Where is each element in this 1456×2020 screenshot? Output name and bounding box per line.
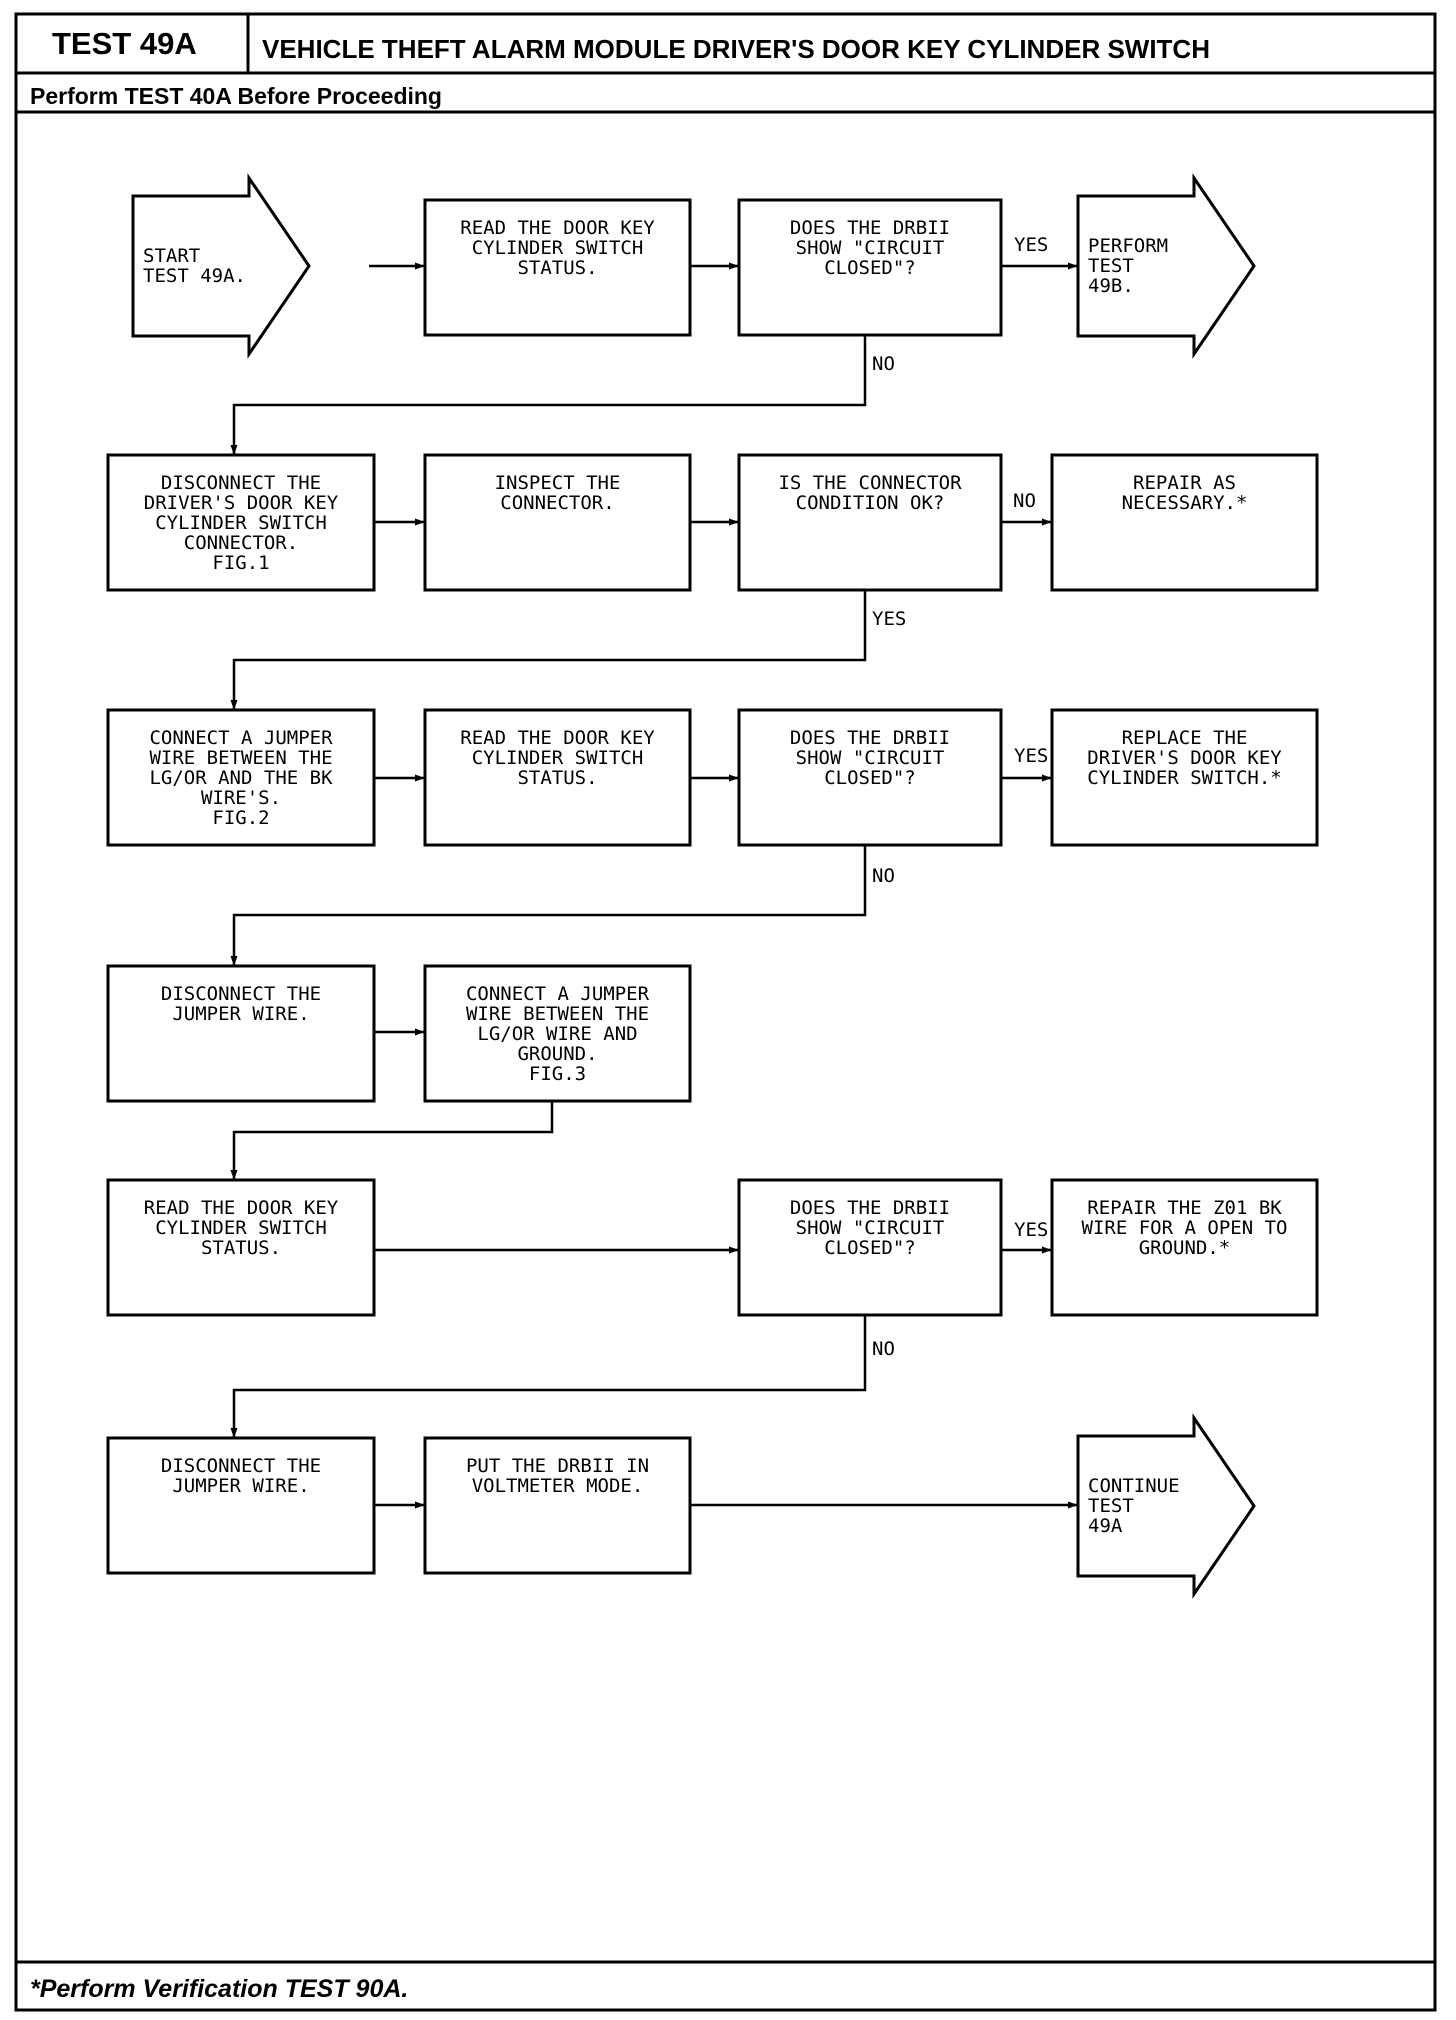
node-text-n14: CONNECT A JUMPER WIRE BETWEEN THE LG/OR … <box>465 983 650 1085</box>
node-text-n15: READ THE DOOR KEY CYLINDER SWITCH STATUS… <box>143 1197 339 1259</box>
node-text-n12: REPLACE THE DRIVER'S DOOR KEY CYLINDER S… <box>1087 727 1282 789</box>
process-box-n19 <box>423 1436 692 1575</box>
test-number: TEST 49A <box>52 26 197 61</box>
node-text-n11: DOES THE DRBII SHOW "CIRCUIT CLOSED"? <box>789 727 951 789</box>
process-box-n16 <box>737 1178 1003 1317</box>
process-box-n7 <box>737 453 1003 592</box>
node-text-n3: DOES THE DRBII SHOW "CIRCUIT CLOSED"? <box>789 217 951 279</box>
node-text-n2: READ THE DOOR KEY CYLINDER SWITCH STATUS… <box>460 217 655 279</box>
node-text-n19: PUT THE DRBII IN VOLTMETER MODE. <box>465 1455 650 1497</box>
node-text-n18: DISCONNECT THE JUMPER WIRE. <box>160 1455 322 1497</box>
node-text-n13: DISCONNECT THE JUMPER WIRE. <box>160 983 322 1025</box>
connector-n7-n9 <box>230 590 867 710</box>
node-text-n20: CONTINUE TEST 49A <box>1088 1475 1180 1537</box>
page-border <box>14 12 1437 2012</box>
process-box-n5 <box>106 453 376 592</box>
node-text-n8: REPAIR AS NECESSARY.* <box>1121 472 1248 514</box>
process-box-n9 <box>106 708 376 847</box>
process-box-n12 <box>1050 708 1319 847</box>
connector-label-n16-n17: YES <box>1014 1219 1048 1241</box>
process-box-n2 <box>423 198 692 337</box>
connector-label-n3-n4: YES <box>1014 234 1048 256</box>
node-text-n17: REPAIR THE Z01 BK WIRE FOR A OPEN TO GRO… <box>1081 1197 1288 1259</box>
process-box-n6 <box>423 453 692 592</box>
process-box-n11 <box>737 708 1003 847</box>
process-box-n3 <box>737 198 1003 337</box>
connector-n11-n13 <box>230 845 867 966</box>
connector-label-n11-n13: NO <box>872 865 895 887</box>
process-box-n8 <box>1050 453 1319 592</box>
connector-label-n3-n5: NO <box>872 353 895 375</box>
node-text-n1: START TEST 49A. <box>143 245 246 287</box>
connector-n14-n15 <box>230 1101 554 1180</box>
connector-n16-n18 <box>230 1315 867 1438</box>
prerequisite-note: Perform TEST 40A Before Proceeding <box>30 83 442 109</box>
connector-label-n16-n18: NO <box>872 1338 895 1360</box>
connector-label-n11-n12: YES <box>1014 745 1048 767</box>
process-box-n14 <box>423 964 692 1103</box>
node-text-n5: DISCONNECT THE DRIVER'S DOOR KEY CYLINDE… <box>143 472 339 574</box>
process-box-n15 <box>106 1178 376 1317</box>
node-text-n10: READ THE DOOR KEY CYLINDER SWITCH STATUS… <box>460 727 655 789</box>
arrow-node-n1 <box>131 173 311 359</box>
verification-footnote: *Perform Verification TEST 90A. <box>30 1975 409 2003</box>
process-box-n13 <box>106 964 376 1103</box>
page-title: VEHICLE THEFT ALARM MODULE DRIVER'S DOOR… <box>262 34 1210 64</box>
flow-nodes: START TEST 49A. READ THE DOOR KEY CYLINDE… <box>106 173 1319 1599</box>
connector-label-n7-n8: NO <box>1013 490 1036 512</box>
node-text-n9: CONNECT A JUMPER WIRE BETWEEN THE LG/OR … <box>149 727 333 829</box>
connector-label-n7-n9: YES <box>872 608 906 630</box>
arrow-node-n4 <box>1076 173 1256 359</box>
process-box-n18 <box>106 1436 376 1575</box>
node-text-n4: PERFORM TEST 49B. <box>1088 235 1169 297</box>
process-box-n10 <box>423 708 692 847</box>
page-frame <box>14 12 1437 2012</box>
arrow-node-n20 <box>1076 1413 1256 1599</box>
connector-n3-n5 <box>230 335 867 455</box>
flow-connectors: YES NO NO YES YES NO YES NO <box>230 234 1078 1509</box>
node-text-n7: IS THE CONNECTOR CONDITION OK? <box>778 472 962 514</box>
node-text-n6: INSPECT THE CONNECTOR. <box>494 472 621 514</box>
node-text-n16: DOES THE DRBII SHOW "CIRCUIT CLOSED"? <box>789 1197 951 1259</box>
process-box-n17 <box>1050 1178 1319 1317</box>
